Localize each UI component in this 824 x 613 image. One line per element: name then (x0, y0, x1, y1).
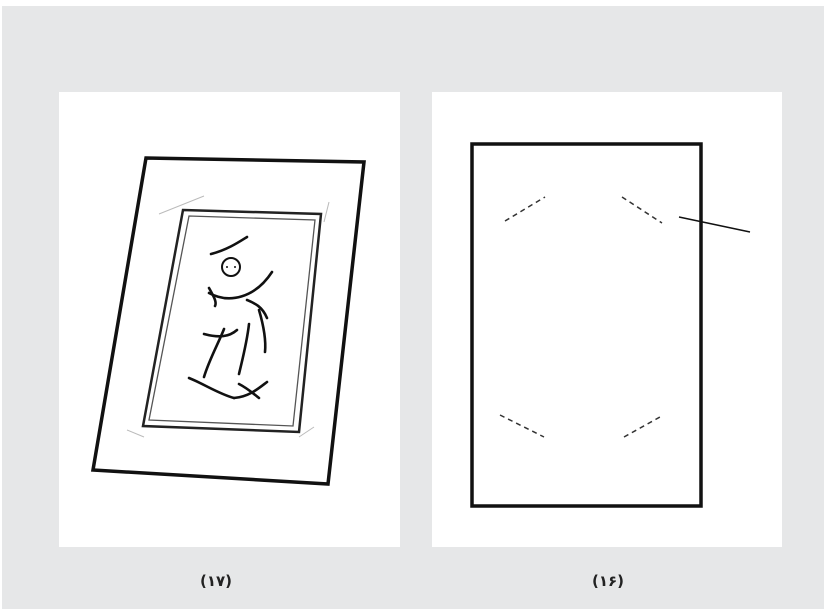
caption-16: (۱۶) (591, 572, 625, 590)
rectangle (470, 142, 703, 508)
inner-frame-inner (148, 215, 316, 427)
corner-marks (126, 195, 330, 438)
rectangle-guides-drawing (470, 142, 751, 508)
pointer-line (678, 216, 751, 233)
figure-17-panel (59, 92, 400, 547)
sketch-figure (187, 235, 274, 400)
caption-17: (۱۷) (199, 572, 233, 590)
dashed-corner-guides (499, 196, 663, 438)
outer-board (90, 156, 366, 486)
figure-background: (۱۷) (۱۶) (2, 6, 824, 609)
framed-sketch-drawing (90, 156, 366, 486)
figure-16-panel (432, 92, 782, 547)
inner-frame-outer (141, 208, 323, 434)
